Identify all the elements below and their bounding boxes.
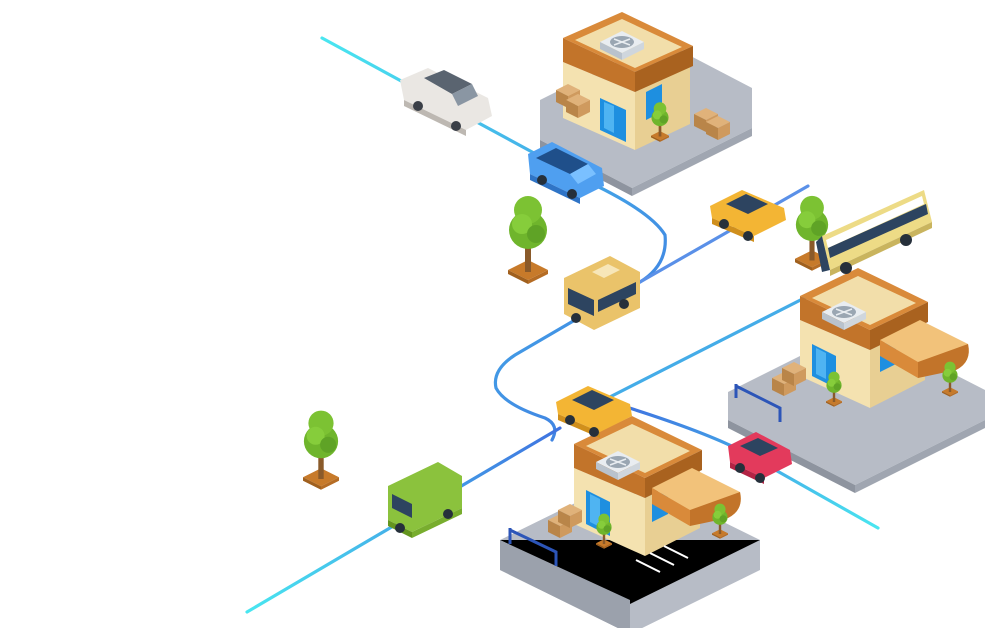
route-northeast: [638, 184, 810, 284]
route-northwest: [320, 36, 667, 442]
vehicle-van: [388, 462, 462, 538]
route-east: [598, 283, 832, 404]
building-top: [540, 12, 752, 196]
vehicle-minibus: [564, 256, 640, 330]
vehicle-hatchback: [728, 432, 792, 484]
vehicle-minivan: [528, 142, 604, 204]
tree-left: [303, 410, 339, 490]
building-right: [728, 268, 985, 493]
tree-center: [508, 196, 548, 284]
route-lines: [245, 36, 880, 614]
vehicle-sedan: [400, 68, 492, 136]
building-bottom: [500, 416, 760, 628]
vehicle-taxi-top: [710, 186, 786, 242]
vehicle-taxi-center: [556, 382, 632, 438]
vehicle-bus: [816, 190, 932, 276]
